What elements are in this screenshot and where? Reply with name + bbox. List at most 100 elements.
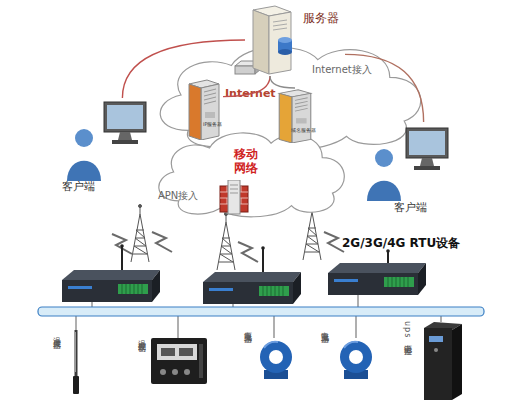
rect-shape xyxy=(328,273,418,295)
data-bus xyxy=(38,307,484,316)
rect-shape xyxy=(199,344,203,378)
polygon-shape xyxy=(452,324,462,400)
line-shape xyxy=(262,248,264,274)
mobile-network-cloud: 移动网络 xyxy=(148,124,353,220)
circle-shape xyxy=(269,350,283,364)
path-shape xyxy=(203,272,301,282)
path-shape xyxy=(293,272,301,304)
circle-shape xyxy=(184,369,190,375)
line-shape xyxy=(75,316,76,330)
circle-shape xyxy=(434,348,438,352)
cell-tower xyxy=(217,213,235,271)
polyline-shape xyxy=(324,232,344,252)
rect-shape xyxy=(203,282,293,304)
circle-shape xyxy=(261,246,265,250)
polyline-shape xyxy=(238,242,258,262)
line-shape xyxy=(91,302,92,307)
ip-server: IP服务器 xyxy=(185,78,223,140)
circle-shape xyxy=(349,350,363,364)
server-icon xyxy=(185,78,223,140)
node-text: 客户端 xyxy=(62,181,95,194)
ellipse-shape xyxy=(278,49,292,55)
rect-shape xyxy=(75,330,78,378)
path-shape xyxy=(388,277,408,287)
path-shape xyxy=(152,270,160,302)
cloud-path xyxy=(159,133,344,217)
sensor-node: 温度控制器 xyxy=(135,330,211,396)
node-text: 电压互感器 xyxy=(243,325,252,330)
svg-shape xyxy=(245,4,297,76)
path-shape xyxy=(367,181,401,201)
node-text: IP服务器 xyxy=(203,122,223,128)
signal-bolt xyxy=(112,232,344,262)
sensor-node: 温度传感器 xyxy=(48,325,90,401)
ups-unit xyxy=(420,322,464,400)
path-shape xyxy=(131,206,149,262)
temperature-controller xyxy=(151,338,207,386)
line-shape xyxy=(355,316,356,338)
rect-shape xyxy=(205,112,215,118)
rect-shape xyxy=(424,328,452,400)
firewall-icon xyxy=(218,180,250,216)
polygon-shape xyxy=(253,10,269,74)
rect-shape xyxy=(112,140,138,144)
annotation-label: APN接入 xyxy=(158,190,198,202)
rect-shape xyxy=(429,336,443,342)
polygon-shape xyxy=(201,84,219,140)
svg-shape xyxy=(218,180,250,216)
path-shape xyxy=(264,342,278,348)
path-shape xyxy=(273,20,287,30)
svg-shape xyxy=(185,78,223,140)
path-shape xyxy=(263,286,283,296)
rect-shape xyxy=(334,279,358,282)
polyline-shape xyxy=(152,232,172,252)
svg-shape xyxy=(364,146,404,201)
sensor-node: ups电源监控 xyxy=(400,318,466,402)
rect-shape xyxy=(296,118,307,123)
path-shape xyxy=(328,263,426,273)
polygon-shape xyxy=(235,61,261,66)
line-shape xyxy=(177,316,178,338)
rect-shape xyxy=(62,280,152,302)
annotation-label: 2G/3G/4G RTU设备 xyxy=(342,237,460,251)
server-icon xyxy=(245,4,297,76)
path-shape xyxy=(122,284,142,294)
client-node: 客户端 xyxy=(58,98,150,196)
circle-shape xyxy=(172,369,178,375)
node-text: ups电源监控 xyxy=(403,321,412,342)
line-shape xyxy=(357,295,358,307)
line-shape xyxy=(440,316,441,322)
server-icon xyxy=(275,88,315,143)
sensor-node: 电流互感器 xyxy=(318,322,376,384)
svg-shape xyxy=(70,330,82,396)
circle-shape xyxy=(139,205,142,208)
path-shape xyxy=(230,185,238,193)
rect-shape xyxy=(161,348,175,356)
dns-server: 域名服务器 xyxy=(275,88,315,143)
node-text: 电流互感器 xyxy=(320,325,329,330)
polygon-shape xyxy=(269,12,291,74)
svg-shape xyxy=(258,338,294,380)
svg-shape xyxy=(338,338,374,380)
rect-shape xyxy=(104,102,146,132)
rect-shape xyxy=(179,348,193,356)
node-text: 温度传感器 xyxy=(52,331,61,336)
path-shape xyxy=(418,263,426,295)
rect-shape xyxy=(157,344,197,360)
current-transformer xyxy=(338,338,374,380)
client-node: 客户端 xyxy=(362,122,450,218)
rect-shape xyxy=(228,180,240,214)
polygon-shape xyxy=(189,84,201,140)
rect-shape xyxy=(151,338,207,384)
polygon-shape xyxy=(118,132,132,140)
rect-shape xyxy=(75,332,76,372)
svg-shape xyxy=(275,88,315,143)
monitor-icon xyxy=(102,100,148,148)
cell-tower xyxy=(131,205,149,263)
svg-shape xyxy=(102,100,148,148)
rect-shape xyxy=(406,128,448,158)
circle-shape xyxy=(75,129,93,147)
node-text: Internet xyxy=(225,88,276,101)
polygon-shape xyxy=(279,93,292,143)
